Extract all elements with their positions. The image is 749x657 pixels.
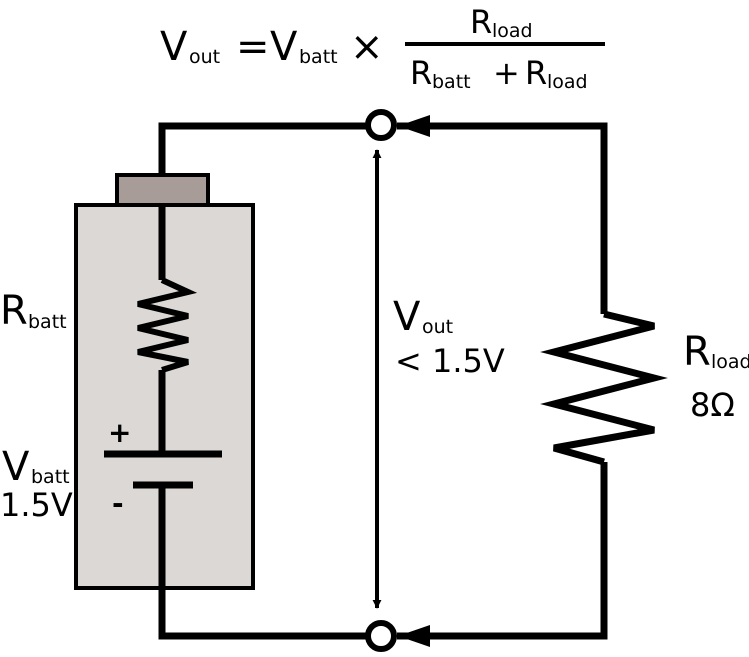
wire-top-left: [158, 122, 367, 175]
load-resistor-zigzag: [540, 310, 668, 466]
formula-times: ×: [350, 24, 384, 70]
formula: V out = V batt × R load R batt + R load: [160, 3, 605, 93]
formula-num-sub: load: [492, 20, 533, 42]
arrow-top-icon: [398, 115, 430, 137]
formula-equals: =: [236, 24, 270, 70]
vbatt-var: V: [2, 444, 30, 490]
vbatt-sub: batt: [31, 466, 70, 488]
wire-bottom-right: [397, 462, 608, 640]
rbatt-sub: batt: [28, 311, 67, 333]
rload-sub: load: [711, 351, 749, 373]
battery-cap: [115, 173, 210, 207]
arrow-bottom-icon: [398, 625, 430, 647]
formula-plus: +: [493, 54, 520, 92]
internal-resistor-zigzag: [137, 277, 198, 373]
wire-top-right: [397, 122, 608, 314]
terminal-bottom: [365, 620, 397, 652]
vout-value: < 1.5V: [395, 342, 505, 380]
formula-den-sub1: batt: [432, 71, 471, 93]
formula-den-var1: R: [410, 54, 432, 92]
formula-num-var: R: [470, 3, 492, 41]
wire-bottom-left: [158, 485, 367, 640]
rbatt-var: R: [0, 288, 28, 334]
wires: [158, 122, 608, 640]
rload-var: R: [683, 329, 711, 375]
cell-minus-sign: -: [112, 487, 124, 520]
formula-vout-sub: out: [189, 46, 220, 68]
vout-var: V: [393, 294, 421, 340]
rload-value: 8Ω: [690, 386, 735, 424]
cell-plus-sign: +: [108, 416, 131, 449]
formula-vbatt-var: V: [270, 24, 298, 70]
formula-vout-var: V: [160, 24, 188, 70]
vbatt-value: 1.5V: [0, 486, 73, 524]
vout-sub: out: [422, 316, 453, 338]
formula-vbatt-sub: batt: [299, 46, 338, 68]
terminal-top: [365, 109, 397, 141]
formula-den-sub2: load: [547, 71, 588, 93]
formula-den-var2: R: [525, 54, 547, 92]
